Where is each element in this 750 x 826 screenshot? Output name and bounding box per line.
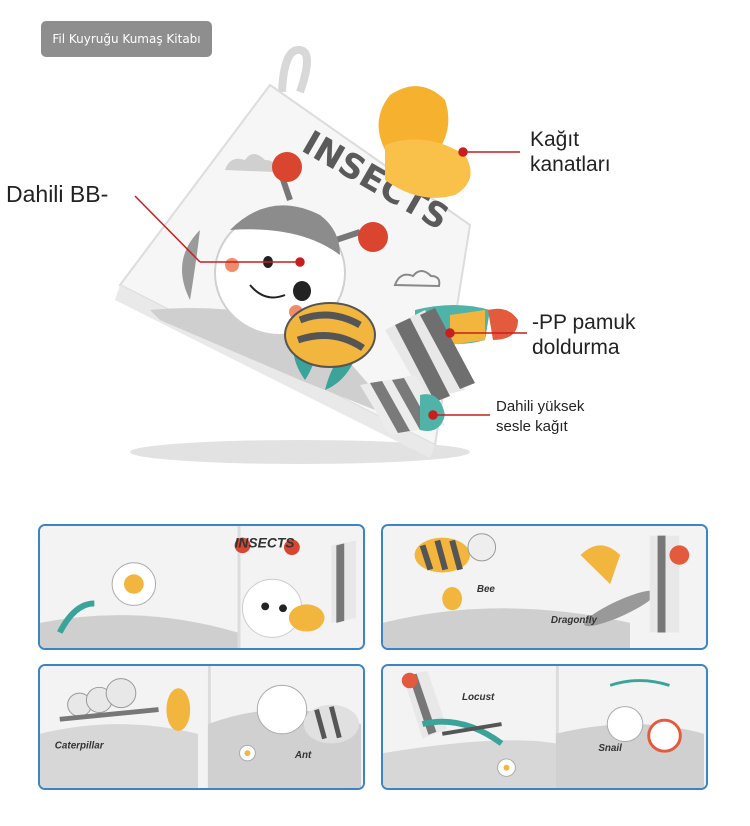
fabric-tails [360, 305, 518, 435]
callout-bb: Dahili BB- [6, 181, 109, 207]
detail-photo-2: Bee Dragonfly [381, 524, 708, 650]
detail-photo-1: INSECTS [38, 524, 365, 650]
flower-icon [497, 758, 516, 777]
bee-plush [214, 152, 388, 336]
panel2-dragonfly: Dragonfly [551, 615, 598, 626]
flower-icon [111, 562, 157, 606]
flower-icon [239, 744, 256, 762]
callout-paper-line1: Dahili yüksek [496, 398, 585, 415]
callout-wings-line1: Kağıt [530, 128, 580, 151]
panel3-caterpillar: Caterpillar [55, 740, 105, 751]
callout-paper: Dahili yüksek sesle kağıt [496, 397, 584, 437]
detail-photo-3: Caterpillar Ant [38, 664, 365, 790]
cloth-book-photo: INSECTS [115, 46, 527, 464]
callout-wings-line2: kanatları [530, 153, 611, 176]
callout-paper-line2: sesle kağıt [496, 418, 568, 435]
callout-pp-cotton: -PP pamuk doldurma [532, 310, 636, 360]
callout-wings: Kağıt kanatları [530, 127, 611, 177]
callout-pp-line2: doldurma [532, 336, 620, 359]
detail-photo-4: Locust Snail [381, 664, 708, 790]
callout-lines [134, 147, 527, 420]
panel2-bee: Bee [477, 584, 496, 595]
fabric-wings [378, 86, 471, 198]
panel1-title: INSECTS [235, 535, 295, 550]
panel4-snail: Snail [598, 743, 622, 754]
panel4-locust: Locust [462, 692, 495, 703]
product-title-badge: Fil Kuyruğu Kumaş Kitabı [41, 21, 212, 57]
callout-pp-line1: -PP pamuk [532, 311, 636, 334]
panel3-ant: Ant [294, 750, 312, 761]
